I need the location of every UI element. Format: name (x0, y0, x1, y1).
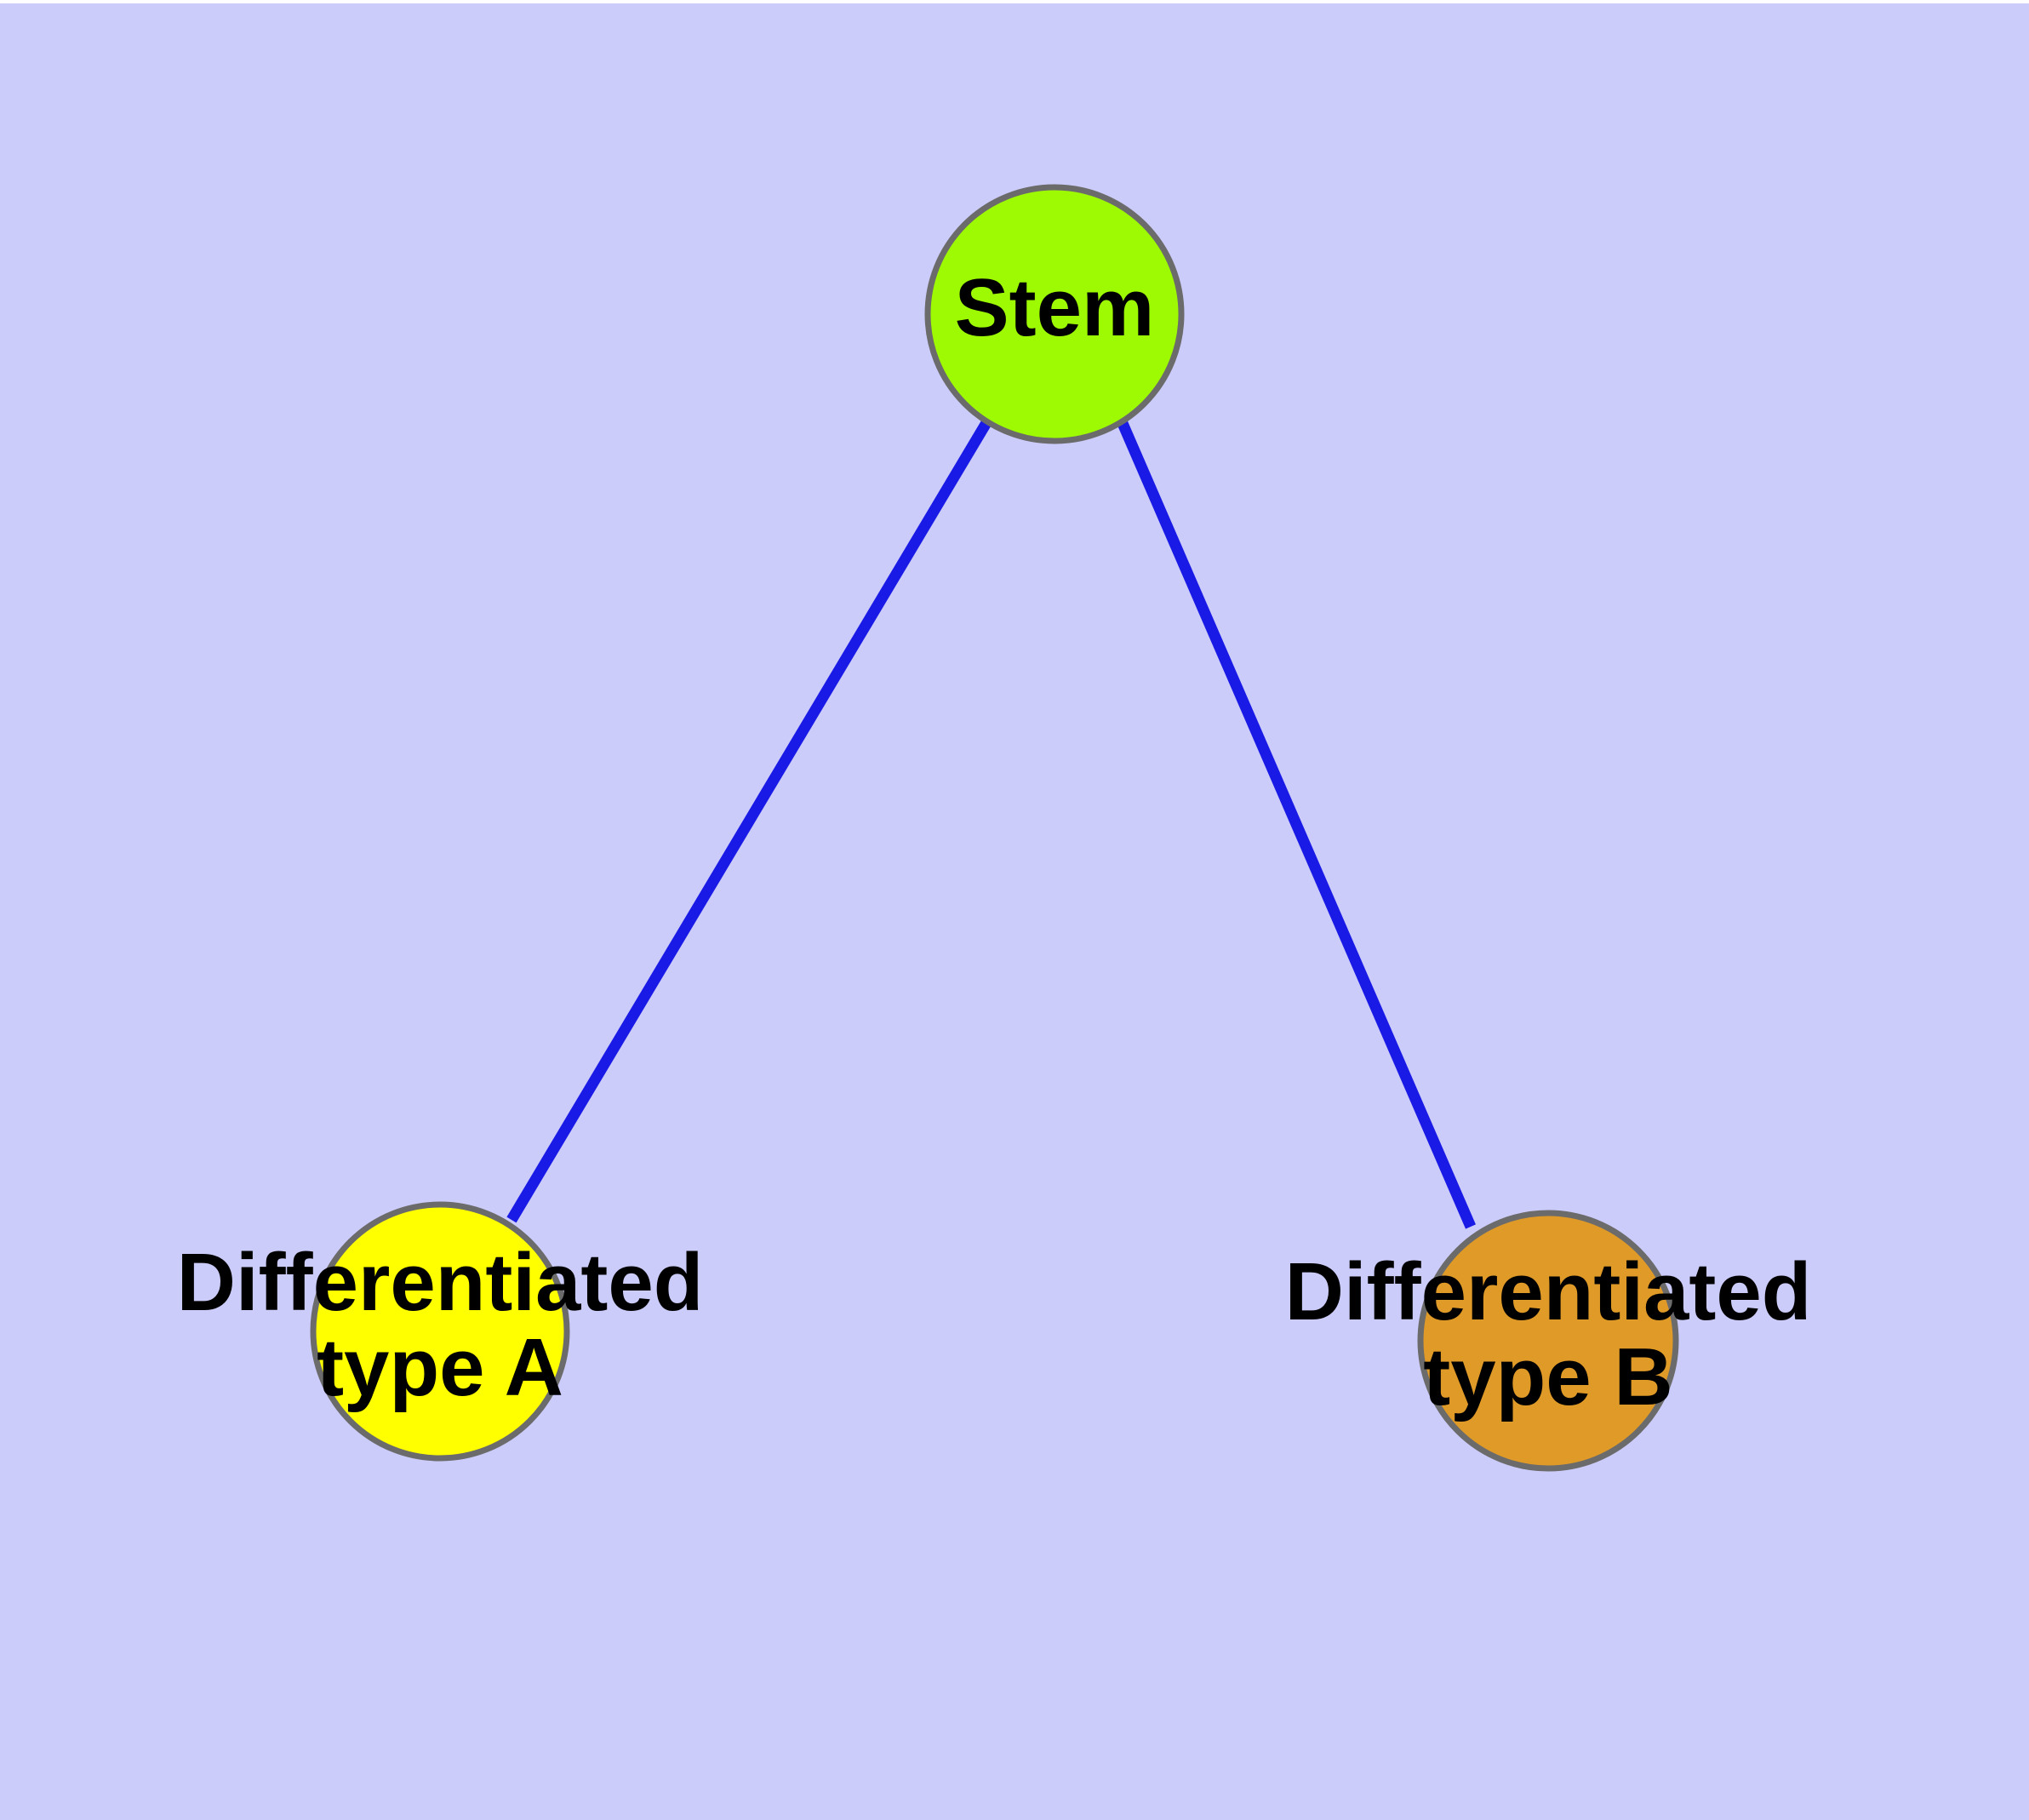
edge-stem-to-differentiated-type-b[interactable] (1117, 419, 1476, 1229)
label-line: Stem (955, 262, 1155, 353)
label-line: Differentiated (1285, 1246, 1812, 1337)
node-differentiated-type-b[interactable] (1417, 1210, 1679, 1472)
node-stem[interactable] (924, 184, 1185, 444)
edges-layer (506, 418, 1476, 1229)
node-stem-label: Stem (955, 262, 1155, 353)
nodes-layer (310, 184, 1679, 1472)
edge-stem-to-differentiated-type-a[interactable] (506, 418, 992, 1223)
node-differentiated-type-a[interactable] (310, 1201, 570, 1462)
label-line: Differentiated (177, 1237, 704, 1328)
label-line: type B (1423, 1331, 1672, 1422)
label-line: type A (317, 1322, 563, 1413)
